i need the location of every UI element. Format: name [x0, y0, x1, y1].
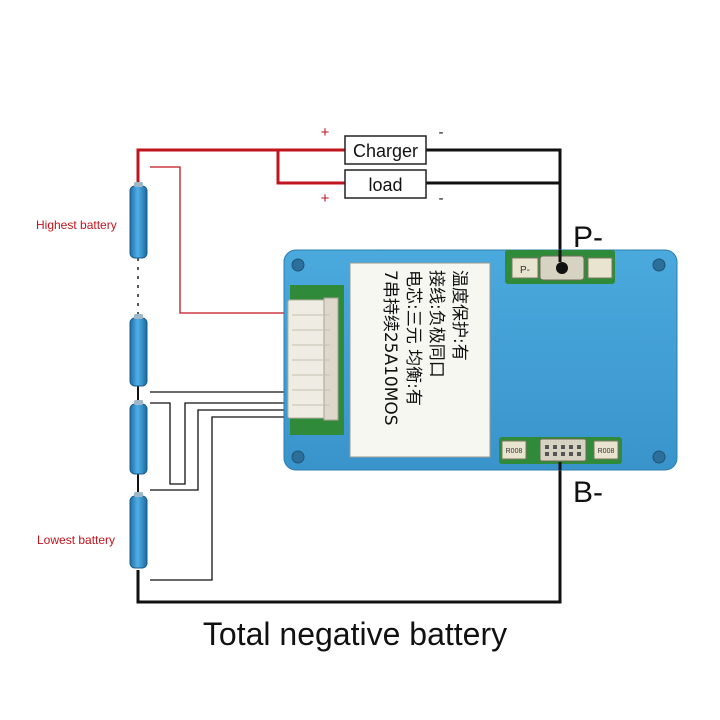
charger-negative-wire	[426, 148, 562, 250]
total-negative-wire	[136, 462, 562, 604]
load-label: load	[368, 175, 402, 195]
resistor-left-label: R008	[506, 448, 523, 455]
negative-top-wires	[426, 148, 562, 250]
lowest-battery-label: Lowest battery	[37, 533, 115, 547]
p-pad: P-	[511, 255, 613, 281]
load-box: load	[344, 169, 427, 199]
minus-sign-bottom: -	[439, 190, 444, 207]
plus-sign-top: +	[321, 124, 330, 141]
positive-wires	[136, 148, 345, 188]
sticker-line-4: 温度保护:有	[449, 270, 469, 361]
balance-wire-3	[150, 402, 288, 485]
highest-battery-label: Highest battery	[36, 218, 117, 232]
balance-wire-5	[150, 416, 288, 581]
load-positive-wire	[276, 150, 345, 185]
sticker-line-3: 接线:负极同口	[426, 270, 446, 378]
balance-wires	[150, 166, 288, 581]
p-pad-text: P-	[520, 265, 530, 276]
minus-sign-top: -	[439, 124, 444, 141]
battery-lowest	[129, 492, 148, 569]
total-negative-caption: Total negative battery	[203, 616, 507, 652]
balance-wire-top	[150, 166, 288, 314]
mounting-holes	[291, 258, 666, 464]
balance-connector	[287, 297, 339, 421]
bms-board: P- R008 R008 7串持续25A10MOS	[283, 249, 678, 471]
spec-sticker: 7串持续25A10MOS 电芯:三元 均衡:有 接线:负极同口 温度保护:有	[349, 262, 491, 458]
battery-third	[129, 400, 148, 475]
resistor-right-label: R008	[598, 448, 615, 455]
battery-middle	[129, 314, 148, 387]
charger-label: Charger	[353, 141, 418, 161]
p-minus-label: P-	[573, 221, 603, 254]
balance-wire-4	[150, 409, 288, 491]
sticker-line-2: 电芯:三元 均衡:有	[403, 270, 423, 406]
main-positive-wire	[136, 148, 345, 188]
battery-highest	[129, 182, 148, 259]
sticker-line-1: 7串持续25A10MOS	[380, 270, 400, 426]
plus-sign-bottom: +	[321, 190, 330, 207]
b-minus-label: B-	[573, 476, 603, 509]
charger-box: Charger	[344, 135, 427, 165]
b-pad: R008 R008	[501, 438, 619, 462]
